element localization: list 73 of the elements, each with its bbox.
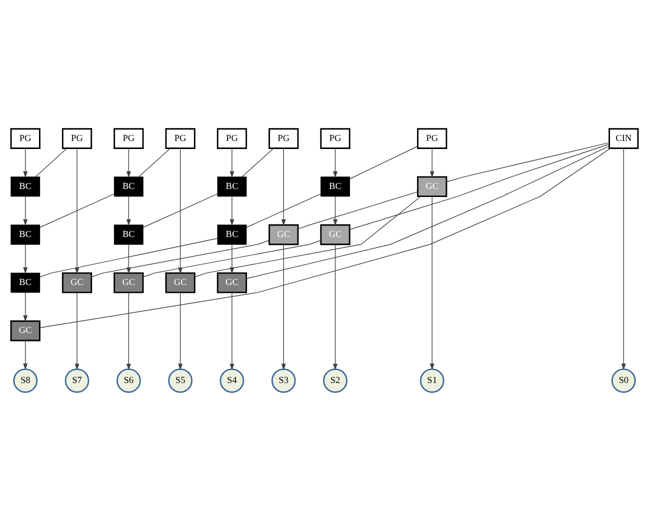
node-box: BC xyxy=(114,224,144,244)
connector xyxy=(446,142,610,182)
arrow xyxy=(23,147,28,178)
node-box: BC xyxy=(114,176,144,196)
connector xyxy=(349,143,610,230)
arrow xyxy=(230,195,234,226)
node-box: BC xyxy=(10,272,40,292)
connector xyxy=(246,192,322,228)
arrow xyxy=(178,292,183,370)
node-circle: S8 xyxy=(13,368,38,392)
node-circle: S3 xyxy=(271,368,296,392)
node-box: PG xyxy=(216,128,248,148)
arrow xyxy=(430,196,434,370)
connector xyxy=(242,147,274,176)
arrow xyxy=(230,292,234,370)
arrow xyxy=(23,195,28,226)
arrow xyxy=(126,147,131,178)
connector xyxy=(298,190,418,229)
node-box: PG xyxy=(268,128,299,148)
node-box: GC xyxy=(114,272,144,293)
connector xyxy=(39,238,218,277)
node-circle: S5 xyxy=(168,368,193,392)
connector xyxy=(35,147,68,176)
node-box: GC xyxy=(10,320,40,341)
connector xyxy=(138,147,171,176)
node-box: PG xyxy=(165,128,196,148)
connector xyxy=(350,145,418,179)
arrow xyxy=(621,148,626,370)
node-box: BC xyxy=(217,224,247,244)
arrow xyxy=(333,195,338,226)
node-box: BC xyxy=(217,176,247,196)
arrow xyxy=(281,148,286,226)
node-circle: S1 xyxy=(420,368,444,392)
node-box: GC xyxy=(165,272,196,293)
arrow xyxy=(126,195,131,226)
node-box: PG xyxy=(114,128,144,148)
node-circle: S6 xyxy=(116,368,141,392)
node-box: BC xyxy=(320,176,350,196)
connector xyxy=(91,240,270,277)
arrow xyxy=(333,244,338,370)
node-box: GC xyxy=(320,224,350,245)
arrow xyxy=(23,292,28,322)
node-box: GC xyxy=(216,272,248,293)
arrow xyxy=(126,292,131,370)
arrow xyxy=(333,147,338,178)
node-box: PG xyxy=(10,128,40,148)
connector xyxy=(194,196,422,277)
arrow xyxy=(74,292,80,370)
node-box: BC xyxy=(10,224,40,244)
node-box: GC xyxy=(62,272,92,293)
node-box: BC xyxy=(10,176,40,196)
connector xyxy=(142,192,218,228)
node-box: CIN xyxy=(608,128,639,148)
arrow xyxy=(74,148,80,274)
node-circle: S0 xyxy=(611,368,636,392)
arrow xyxy=(23,340,28,370)
node-box: GC xyxy=(417,176,448,197)
node-circle: S7 xyxy=(64,368,90,392)
connector xyxy=(246,145,610,278)
node-circle: S2 xyxy=(323,368,348,392)
node-box: GC xyxy=(268,224,299,245)
arrow xyxy=(23,244,28,274)
arrow xyxy=(230,244,234,274)
node-box: PG xyxy=(417,128,448,148)
arrow xyxy=(230,147,234,178)
connector xyxy=(40,147,611,328)
node-box: PG xyxy=(320,128,350,148)
arrow xyxy=(430,147,434,178)
connector xyxy=(40,192,115,228)
connector xyxy=(142,240,322,277)
node-box: PG xyxy=(62,128,92,148)
node-circle: S4 xyxy=(220,368,244,392)
arrow xyxy=(281,244,286,370)
